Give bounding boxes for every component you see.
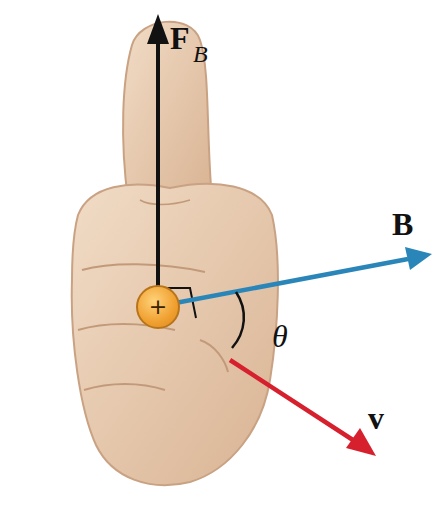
charge-circle: + (136, 285, 180, 329)
charge-sign: + (149, 296, 167, 318)
velocity-label: v (368, 402, 384, 434)
angle-label: θ (272, 320, 288, 352)
field-label: B (392, 208, 413, 240)
force-label: F (170, 22, 190, 54)
force-subscript: B (193, 42, 208, 66)
